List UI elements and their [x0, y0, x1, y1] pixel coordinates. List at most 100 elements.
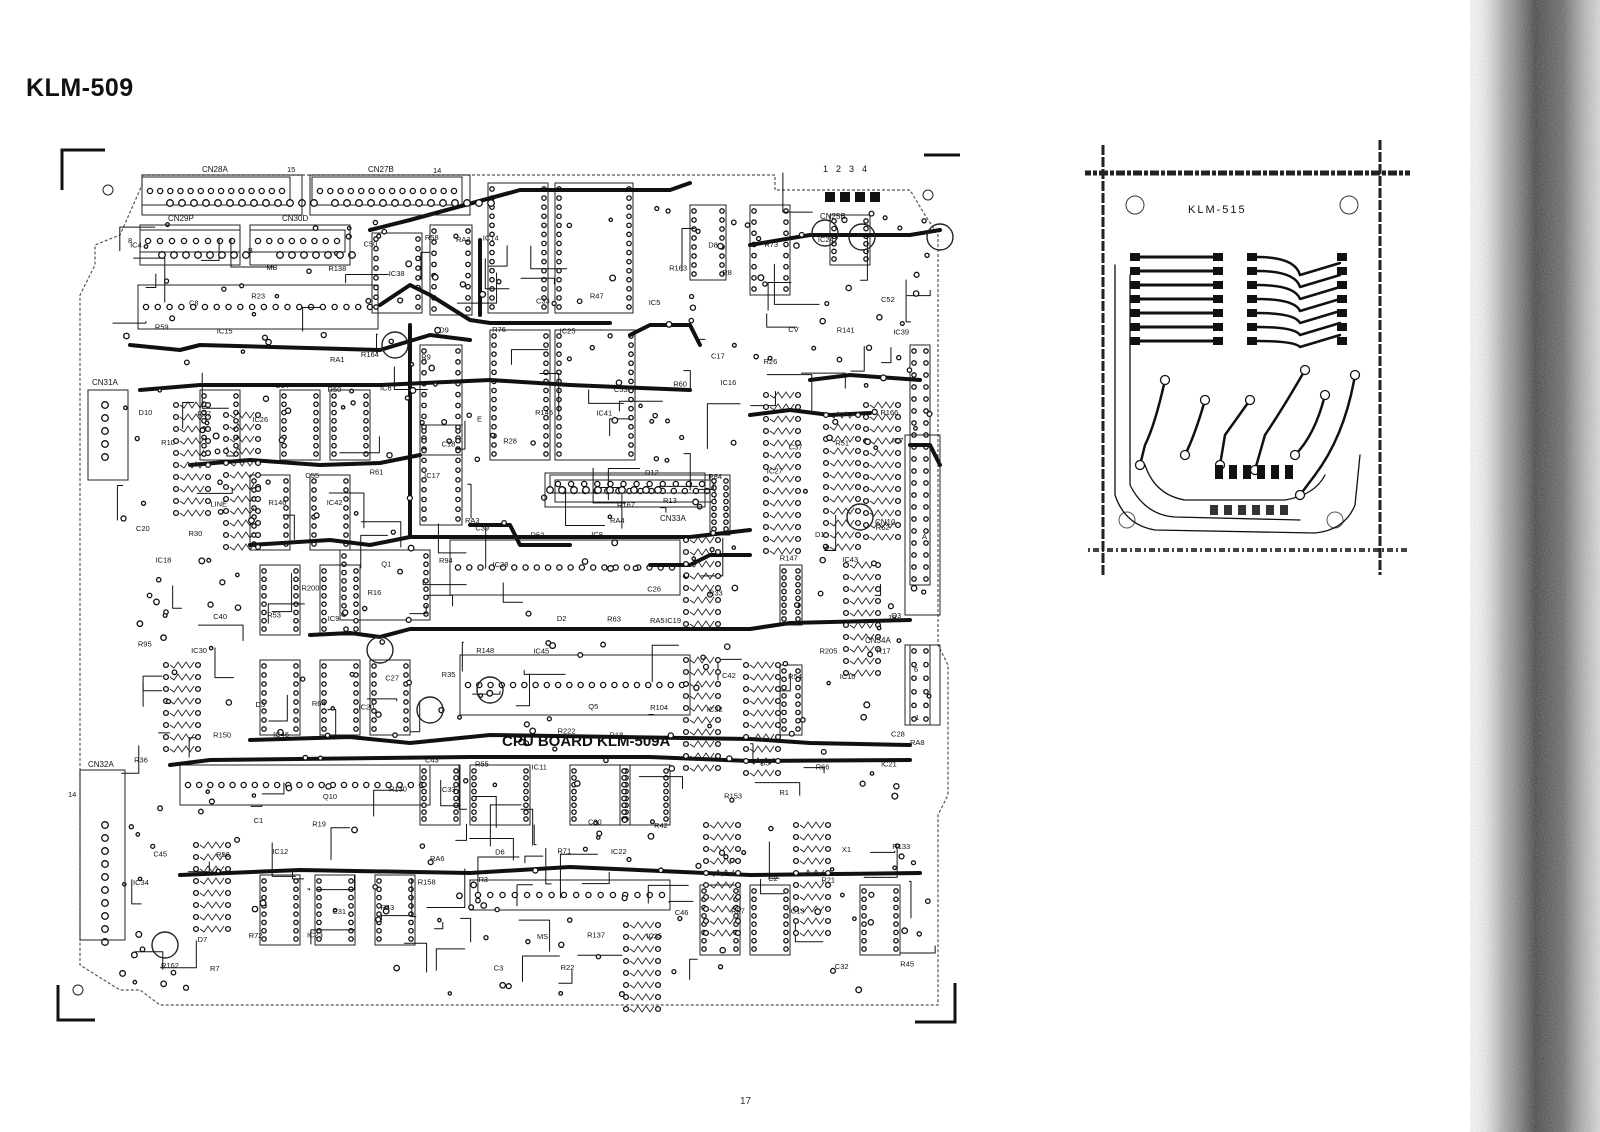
solder-pad — [293, 878, 299, 884]
solder-pad — [792, 905, 800, 913]
component-label: IC43 — [842, 555, 858, 564]
solder-pad — [733, 913, 739, 919]
solder-pad — [894, 425, 902, 433]
component-label: IC16 — [720, 378, 736, 387]
solder-pad — [194, 685, 202, 693]
pcb-trace-thin — [800, 372, 846, 389]
solder-pad — [293, 936, 299, 942]
solder-pad — [571, 788, 577, 795]
via — [876, 625, 882, 631]
pcb-trace — [308, 618, 912, 639]
solder-pad — [523, 816, 529, 822]
solder-pad — [222, 531, 230, 539]
via — [234, 604, 242, 611]
via — [393, 964, 401, 972]
solder-pad — [923, 528, 929, 534]
solder-pad — [541, 222, 547, 229]
ic-footprint — [279, 389, 321, 461]
solder-pad — [172, 509, 180, 517]
ic-footprint — [259, 874, 301, 946]
solder-pad — [654, 981, 662, 989]
resistor — [169, 733, 195, 741]
solder-pad — [371, 717, 377, 723]
component-label: 18 — [888, 613, 896, 622]
solder-pad — [795, 684, 801, 691]
solder-pad — [893, 904, 899, 911]
component-label: R150 — [213, 730, 231, 739]
solder-pad — [522, 564, 529, 571]
solder-pad — [691, 208, 697, 214]
via — [251, 905, 259, 913]
component-label: C45 — [153, 850, 167, 859]
solder-pad — [261, 717, 267, 723]
component-label: CN32A — [88, 760, 114, 769]
pcb-trace-thin — [455, 823, 467, 841]
solder-pad — [783, 219, 789, 225]
ic-footprint — [909, 344, 931, 586]
solder-pad — [415, 255, 421, 262]
solder-pad — [321, 663, 327, 669]
solder-pad — [213, 303, 220, 311]
pcb-trace-thin — [750, 390, 776, 407]
solder-pad — [543, 351, 549, 358]
solder-pad — [261, 593, 267, 599]
solder-pad — [702, 893, 710, 901]
pcb-trace-thin — [393, 366, 428, 391]
component-label: IC24 — [818, 235, 834, 244]
component-label: RA5 — [650, 616, 665, 625]
connector-pin — [218, 251, 226, 259]
solder-pad — [455, 457, 461, 464]
via — [523, 721, 530, 728]
solder-pad — [862, 509, 870, 517]
solder-pad — [862, 449, 870, 457]
pcb-trace-thin — [261, 782, 285, 795]
solder-pad — [842, 621, 850, 629]
solder-pad — [622, 945, 630, 953]
via — [456, 892, 463, 900]
solder-pad — [466, 564, 473, 571]
solder-pad — [854, 519, 862, 527]
solder-pad — [742, 697, 750, 705]
solder-pad — [455, 428, 461, 434]
component-label: X1 — [842, 845, 851, 854]
solder-pad — [923, 360, 929, 366]
pcb-trace-thin — [794, 923, 824, 943]
solder-pad — [733, 946, 739, 952]
solder-pad — [321, 609, 327, 616]
component-label: R72 — [249, 931, 263, 940]
solder-pad — [421, 809, 427, 815]
electrolytic-capacitor — [416, 696, 444, 724]
via — [353, 510, 359, 516]
component-label: R162 — [161, 961, 179, 970]
solder-pad — [911, 468, 917, 474]
solder-pad — [543, 360, 549, 367]
solder-pad — [421, 457, 427, 464]
solder-pad — [794, 439, 802, 447]
via — [668, 765, 676, 772]
solder-pad — [421, 369, 427, 376]
resistor — [799, 881, 825, 889]
solder-pad — [421, 447, 427, 454]
solder-pad — [192, 889, 200, 897]
solder-pad — [911, 675, 917, 682]
via — [730, 219, 737, 226]
solder-pad — [628, 442, 634, 448]
solder-pad — [733, 888, 739, 894]
resistor — [169, 745, 195, 753]
sub-board-via — [1199, 394, 1211, 406]
component-label: IC35 — [646, 932, 662, 941]
ic-footprint — [259, 564, 301, 636]
solder-pad — [316, 894, 322, 901]
sub-board-pad — [1238, 505, 1246, 515]
pcb-trace-thin — [659, 507, 667, 513]
solder-pad — [654, 921, 662, 929]
via — [798, 231, 805, 238]
solder-pad — [224, 901, 232, 909]
pcb-trace-thin — [473, 796, 497, 829]
resistor — [769, 523, 795, 531]
solder-pad — [783, 946, 789, 952]
via — [824, 301, 830, 307]
via — [868, 891, 875, 898]
solder-pad — [371, 672, 377, 678]
resistor — [849, 597, 875, 605]
